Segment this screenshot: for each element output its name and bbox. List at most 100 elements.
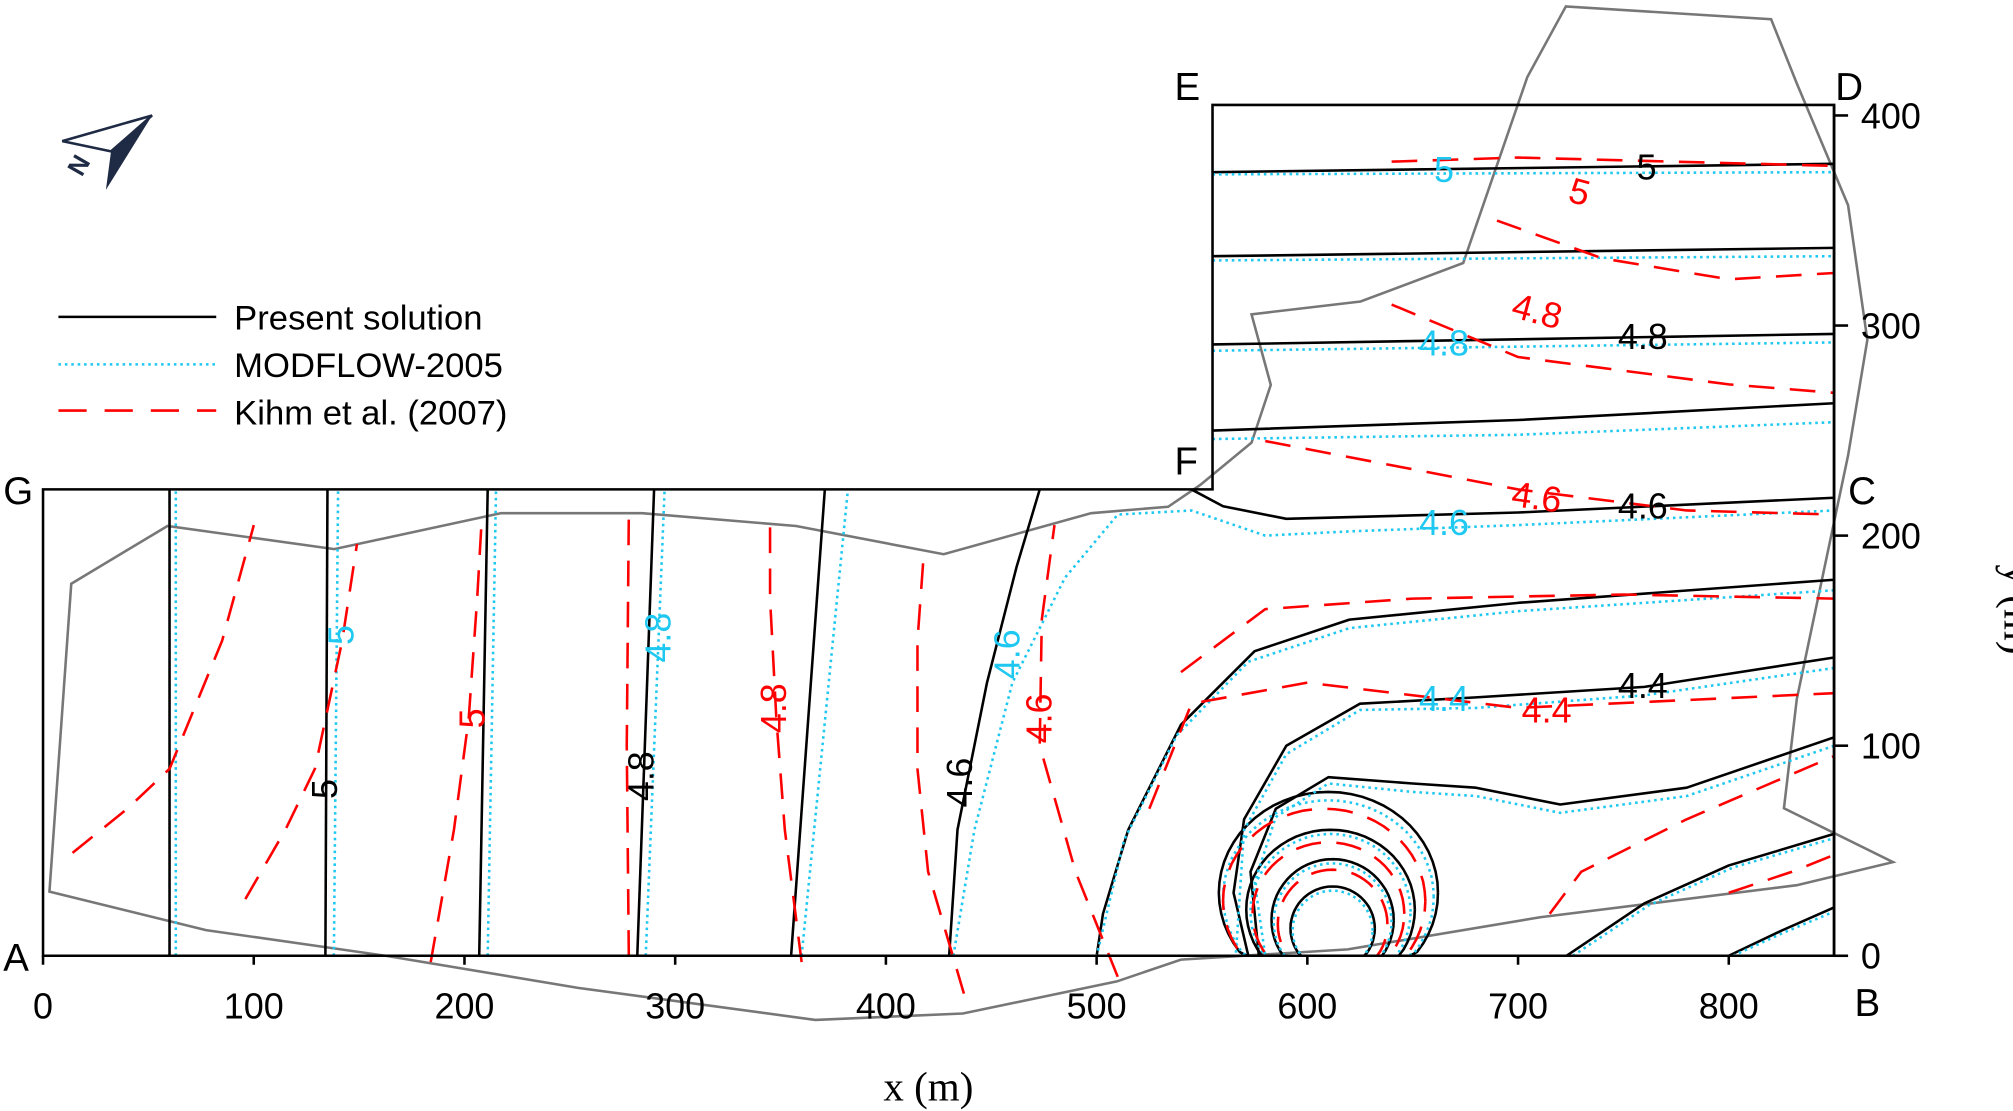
x-tick-label: 200 <box>435 986 495 1027</box>
x-tick-label: 100 <box>224 986 284 1027</box>
contour-line <box>1212 254 1835 262</box>
contour-line <box>429 527 483 963</box>
contour-line <box>1232 656 1835 957</box>
contour-line <box>625 514 631 956</box>
study-area-outline <box>48 5 1897 1022</box>
y-axis-label: y (m) <box>1996 564 2013 654</box>
contour-line <box>1212 246 1835 258</box>
contour-line <box>1234 666 1835 956</box>
contour-line <box>1265 439 1835 516</box>
series-kihm-et-al-2007- <box>71 156 1835 994</box>
contour-line <box>324 489 329 956</box>
contour-label: 4.4 <box>1618 665 1668 706</box>
contour-label: 5 <box>321 625 362 645</box>
x-tick-label: 300 <box>645 986 705 1027</box>
x-axis-label: x (m) <box>883 1064 973 1110</box>
contour-label: 4.4 <box>1522 690 1572 731</box>
contour-line <box>1212 332 1835 346</box>
contour-line <box>477 489 489 956</box>
contour-line <box>1249 736 1835 956</box>
contour-line <box>800 489 850 956</box>
contour-line <box>1148 681 1835 810</box>
corner-g: G <box>3 470 33 513</box>
contour-line <box>635 489 656 956</box>
contour-line <box>1728 906 1835 957</box>
contour-line <box>332 489 340 956</box>
y-tick-label: 0 <box>1861 936 1881 977</box>
contour-loop <box>1244 828 1417 958</box>
x-tick-label: 0 <box>33 986 53 1027</box>
series-modflow-2005 <box>174 170 1835 958</box>
contour-label: 5 <box>1434 150 1454 191</box>
contour-label: 4.8 <box>638 613 679 663</box>
x-tick-label: 500 <box>1067 986 1127 1027</box>
contour-line <box>244 543 359 900</box>
contour-line <box>916 552 966 994</box>
contour-line <box>1728 853 1835 894</box>
y-tick-label: 300 <box>1861 305 1921 346</box>
contour-line <box>1565 832 1835 957</box>
contour-line <box>1572 836 1835 957</box>
y-tick-label: 200 <box>1861 515 1921 556</box>
contour-loop <box>1221 798 1435 958</box>
contour-label: 4.4 <box>1419 678 1469 719</box>
corner-f: F <box>1175 441 1199 484</box>
contour-label: 4.8 <box>753 683 794 733</box>
contour-line <box>1212 341 1835 353</box>
corner-b: B <box>1855 982 1881 1025</box>
legend-label-modflow: MODFLOW-2005 <box>234 347 503 385</box>
contour-line <box>1212 162 1835 174</box>
contour-line <box>1391 156 1835 168</box>
contour-line <box>1212 170 1835 176</box>
contour-line <box>71 524 256 854</box>
contour-line <box>486 489 498 956</box>
contour-line <box>1212 420 1835 441</box>
model-domain-boundary <box>41 103 1836 958</box>
contour-label: 4.6 <box>1019 693 1060 743</box>
contour-label: 4.6 <box>1509 474 1564 522</box>
y-tick-label: 400 <box>1861 95 1921 136</box>
series-present-solution <box>168 162 1835 958</box>
north-label: N <box>63 151 97 181</box>
contour-line <box>1095 578 1835 956</box>
contour-line <box>1496 219 1835 281</box>
contour-label: 4.8 <box>1618 316 1668 357</box>
contour-label: 4.6 <box>939 758 980 808</box>
north-arrow: N <box>61 114 153 190</box>
contour-loop <box>1270 857 1395 958</box>
x-tick-label: 400 <box>856 986 916 1027</box>
contour-label: 4.6 <box>1618 486 1668 527</box>
y-tick-label: 100 <box>1861 726 1921 767</box>
contour-line <box>1190 488 1835 521</box>
corner-c: C <box>1848 470 1876 513</box>
x-tick-label: 800 <box>1699 986 1759 1027</box>
legend: Present solution MODFLOW-2005 Kihm et al… <box>58 300 507 433</box>
contour-line <box>789 489 827 956</box>
contour-label: 4.6 <box>987 629 1028 679</box>
contour-line <box>1212 401 1835 432</box>
contour-line <box>1095 588 1835 957</box>
corner-d: D <box>1835 66 1863 109</box>
study-area-outline-path <box>48 5 1897 1022</box>
contour-label: 5 <box>1637 147 1657 188</box>
x-tick-label: 700 <box>1488 986 1548 1027</box>
contour-label: 4.6 <box>1419 502 1469 543</box>
contour-label: 5 <box>452 708 493 728</box>
legend-label-kihm: Kihm et al. (2007) <box>234 395 507 433</box>
contour-lines <box>71 156 1835 994</box>
contour-line <box>1038 524 1119 978</box>
contour-line <box>644 489 666 956</box>
corner-a: A <box>3 937 29 980</box>
contour-line <box>1732 910 1835 957</box>
contour-label: 5 <box>1565 170 1595 215</box>
contour-line <box>1180 593 1835 674</box>
contour-label: 5 <box>304 779 345 799</box>
contour-line <box>768 514 803 963</box>
contour-line <box>947 489 1041 956</box>
contour-label: 4.8 <box>1419 323 1469 364</box>
legend-label-present: Present solution <box>234 300 482 338</box>
contour-loop <box>1276 868 1389 958</box>
